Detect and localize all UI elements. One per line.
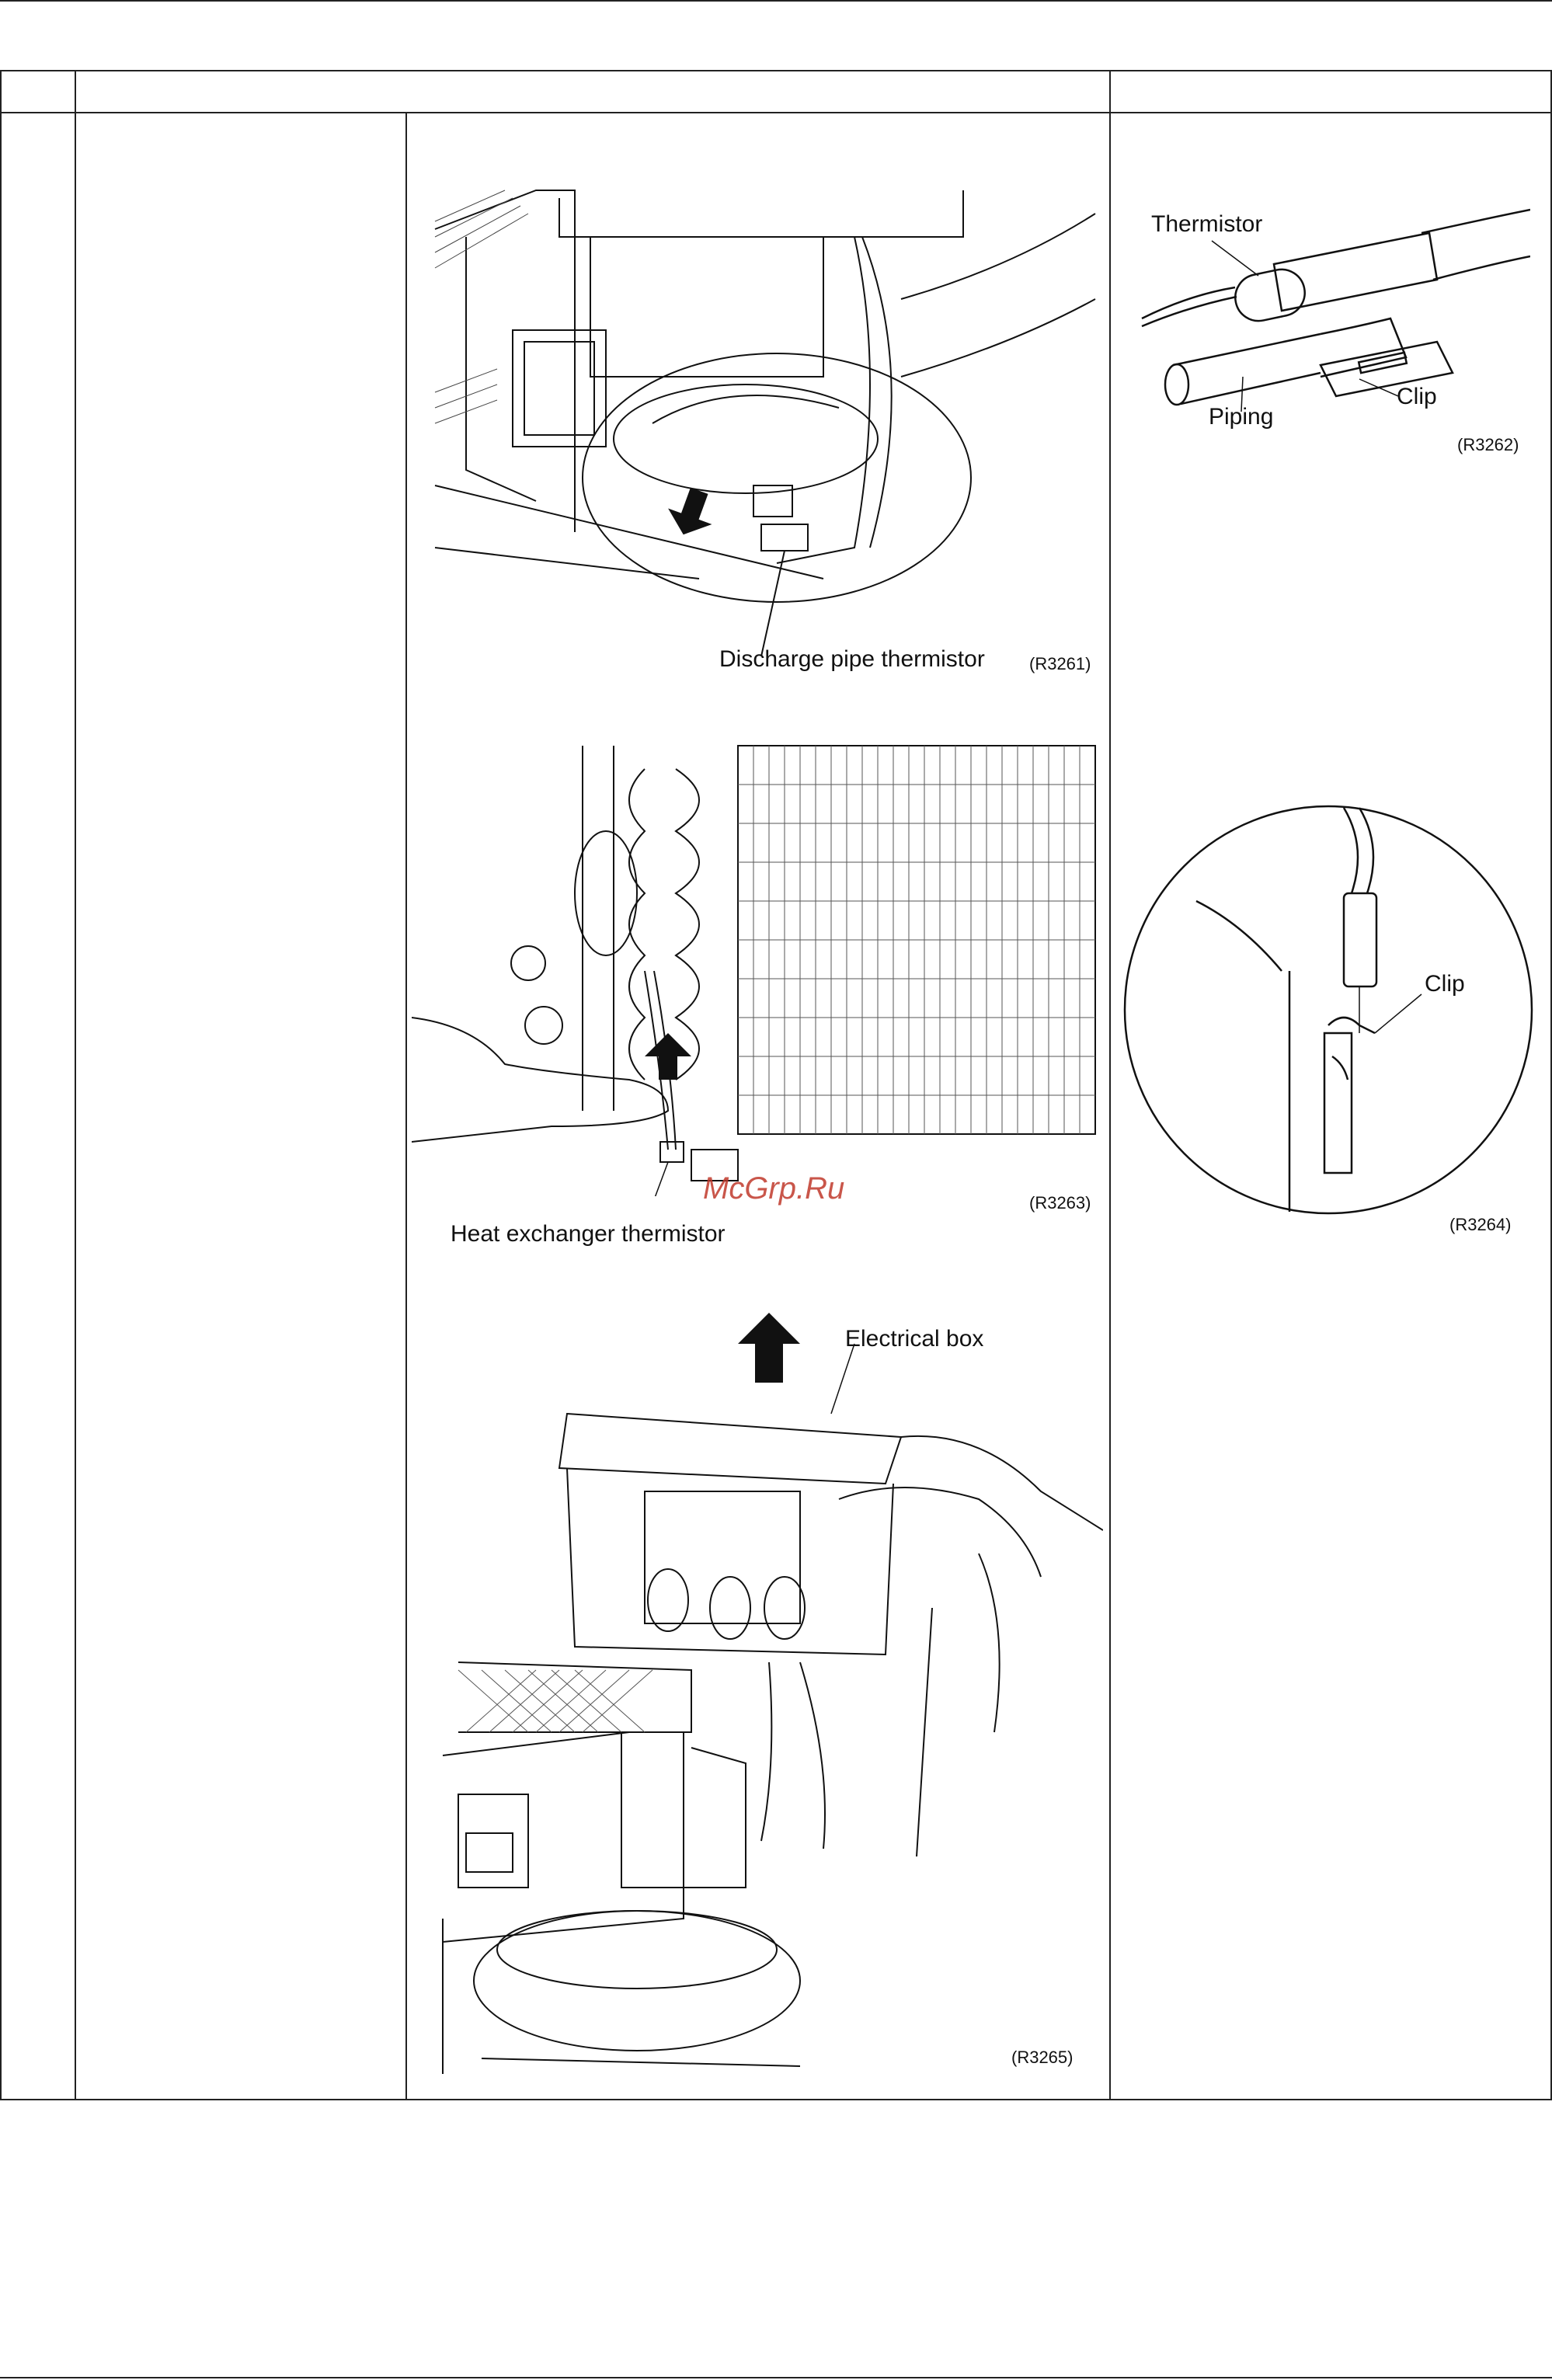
figure-code-r3265: (R3265) <box>1011 2048 1073 2068</box>
col-divider-step <box>75 71 76 2099</box>
figure-code-r3263: (R3263) <box>1029 1193 1091 1213</box>
watermark: McGrp.Ru <box>703 1171 844 1206</box>
bottom-rule <box>0 2377 1552 2378</box>
top-rule <box>0 0 1552 2</box>
piping-label: Piping <box>1209 404 1273 430</box>
figure-clip-detail <box>1119 800 1538 1220</box>
header-divider <box>2 112 1550 113</box>
heat-exchanger-thermistor-label: Heat exchanger thermistor <box>451 1221 726 1247</box>
figure-discharge-pipe-thermistor <box>419 144 1103 672</box>
figure-code-r3262: (R3262) <box>1457 435 1519 455</box>
thermistor-label: Thermistor <box>1151 211 1262 238</box>
col-divider-procedure <box>1109 71 1111 2099</box>
figure-heat-exchanger-thermistor <box>412 738 1103 1196</box>
figure-electrical-box <box>435 1297 1103 2082</box>
clip-label: Clip <box>1397 384 1437 410</box>
electrical-box-label: Electrical box <box>845 1326 983 1352</box>
figure-code-r3261: (R3261) <box>1029 654 1091 674</box>
discharge-pipe-thermistor-label: Discharge pipe thermistor <box>719 646 985 673</box>
figure-code-r3264: (R3264) <box>1449 1215 1511 1235</box>
clip-detail-label: Clip <box>1425 971 1465 997</box>
col-divider-figure <box>405 112 407 2099</box>
